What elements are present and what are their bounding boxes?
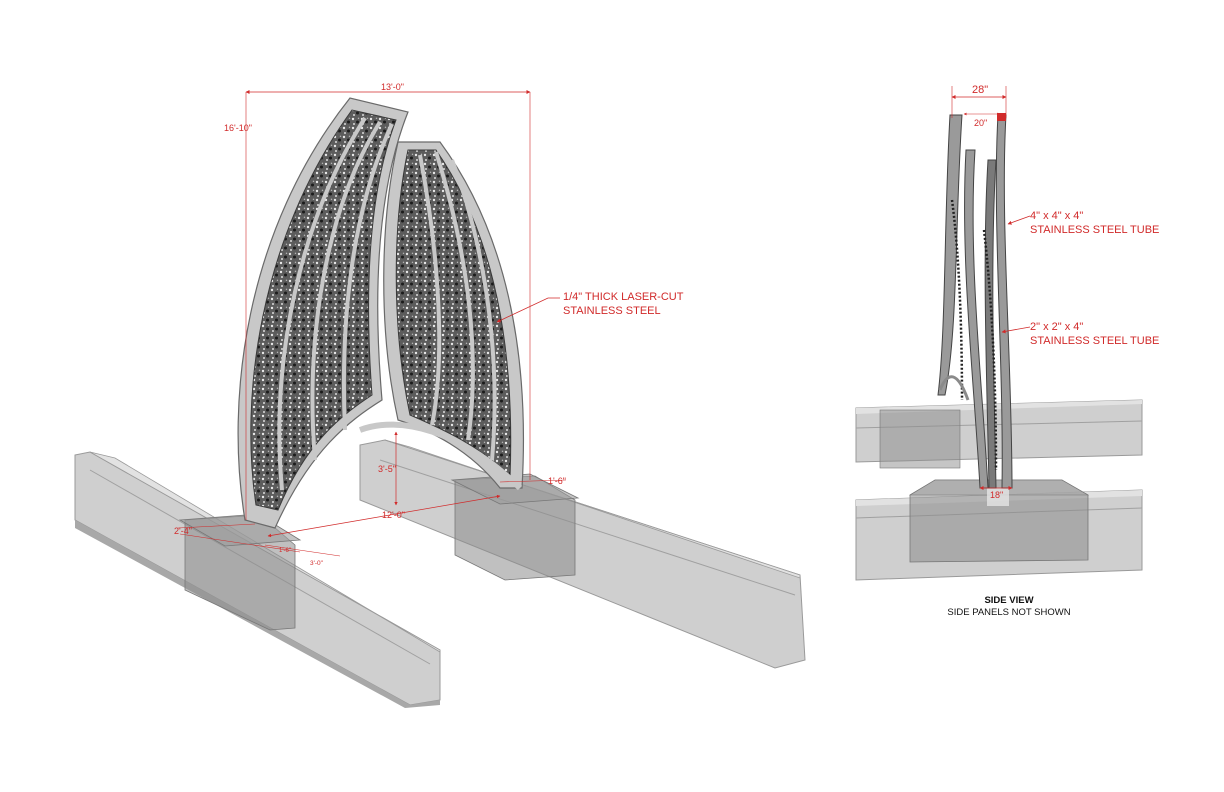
dim-footing-width: 2'-4" [174, 526, 192, 536]
callout-material-line1: 1/4" THICK LASER-CUT [563, 291, 684, 303]
callout-material-line2: STAINLESS STEEL [563, 305, 661, 317]
callout-tube-large-line1: 4" x 4" x 4" [1030, 210, 1083, 222]
side-view-title: SIDE VIEW [984, 595, 1033, 606]
dim-side-top-outer: 28" [972, 84, 988, 96]
left-sculpture-panel [237, 97, 409, 529]
dim-base-span: 12'-0" [382, 510, 405, 520]
dim-footing-depth: 3'-0" [310, 560, 324, 567]
side-view-subtitle: SIDE PANELS NOT SHOWN [947, 607, 1070, 618]
side-back-barrier [855, 399, 1143, 469]
callout-tube-large-line2: STAINLESS STEEL TUBE [1030, 224, 1159, 236]
dim-footing-small: 1'-6" [279, 548, 291, 554]
front-dimension-lines [177, 90, 567, 557]
side-profile-panels [937, 113, 1013, 489]
callout-tube-small-line1: 2" x 2" x 4" [1030, 321, 1083, 333]
dim-side-base: 18" [990, 490, 1003, 500]
right-concrete-barrier [359, 439, 806, 669]
front-view: 13'-0" 16'-10" 3'-5" 12'-0" 2'-4" 1'-6" … [74, 82, 806, 708]
callout-tube-small-line2: STAINLESS STEEL TUBE [1030, 335, 1159, 347]
side-front-barrier [855, 479, 1143, 581]
side-dimension-lines [951, 86, 1031, 490]
dim-overall-width: 13'-0" [381, 82, 404, 92]
dim-overall-height: 16'-10" [224, 123, 252, 133]
right-sculpture-panel [358, 141, 525, 491]
left-concrete-barrier [74, 451, 441, 708]
dim-right-offset: 1'-6" [548, 476, 566, 486]
side-view: 28" 20" 18" 4" x 4" x 4" STAINLESS STEEL… [855, 84, 1159, 618]
dim-arch-clearance: 3'-5" [378, 464, 396, 474]
dim-side-top-inner: 20" [974, 118, 987, 128]
